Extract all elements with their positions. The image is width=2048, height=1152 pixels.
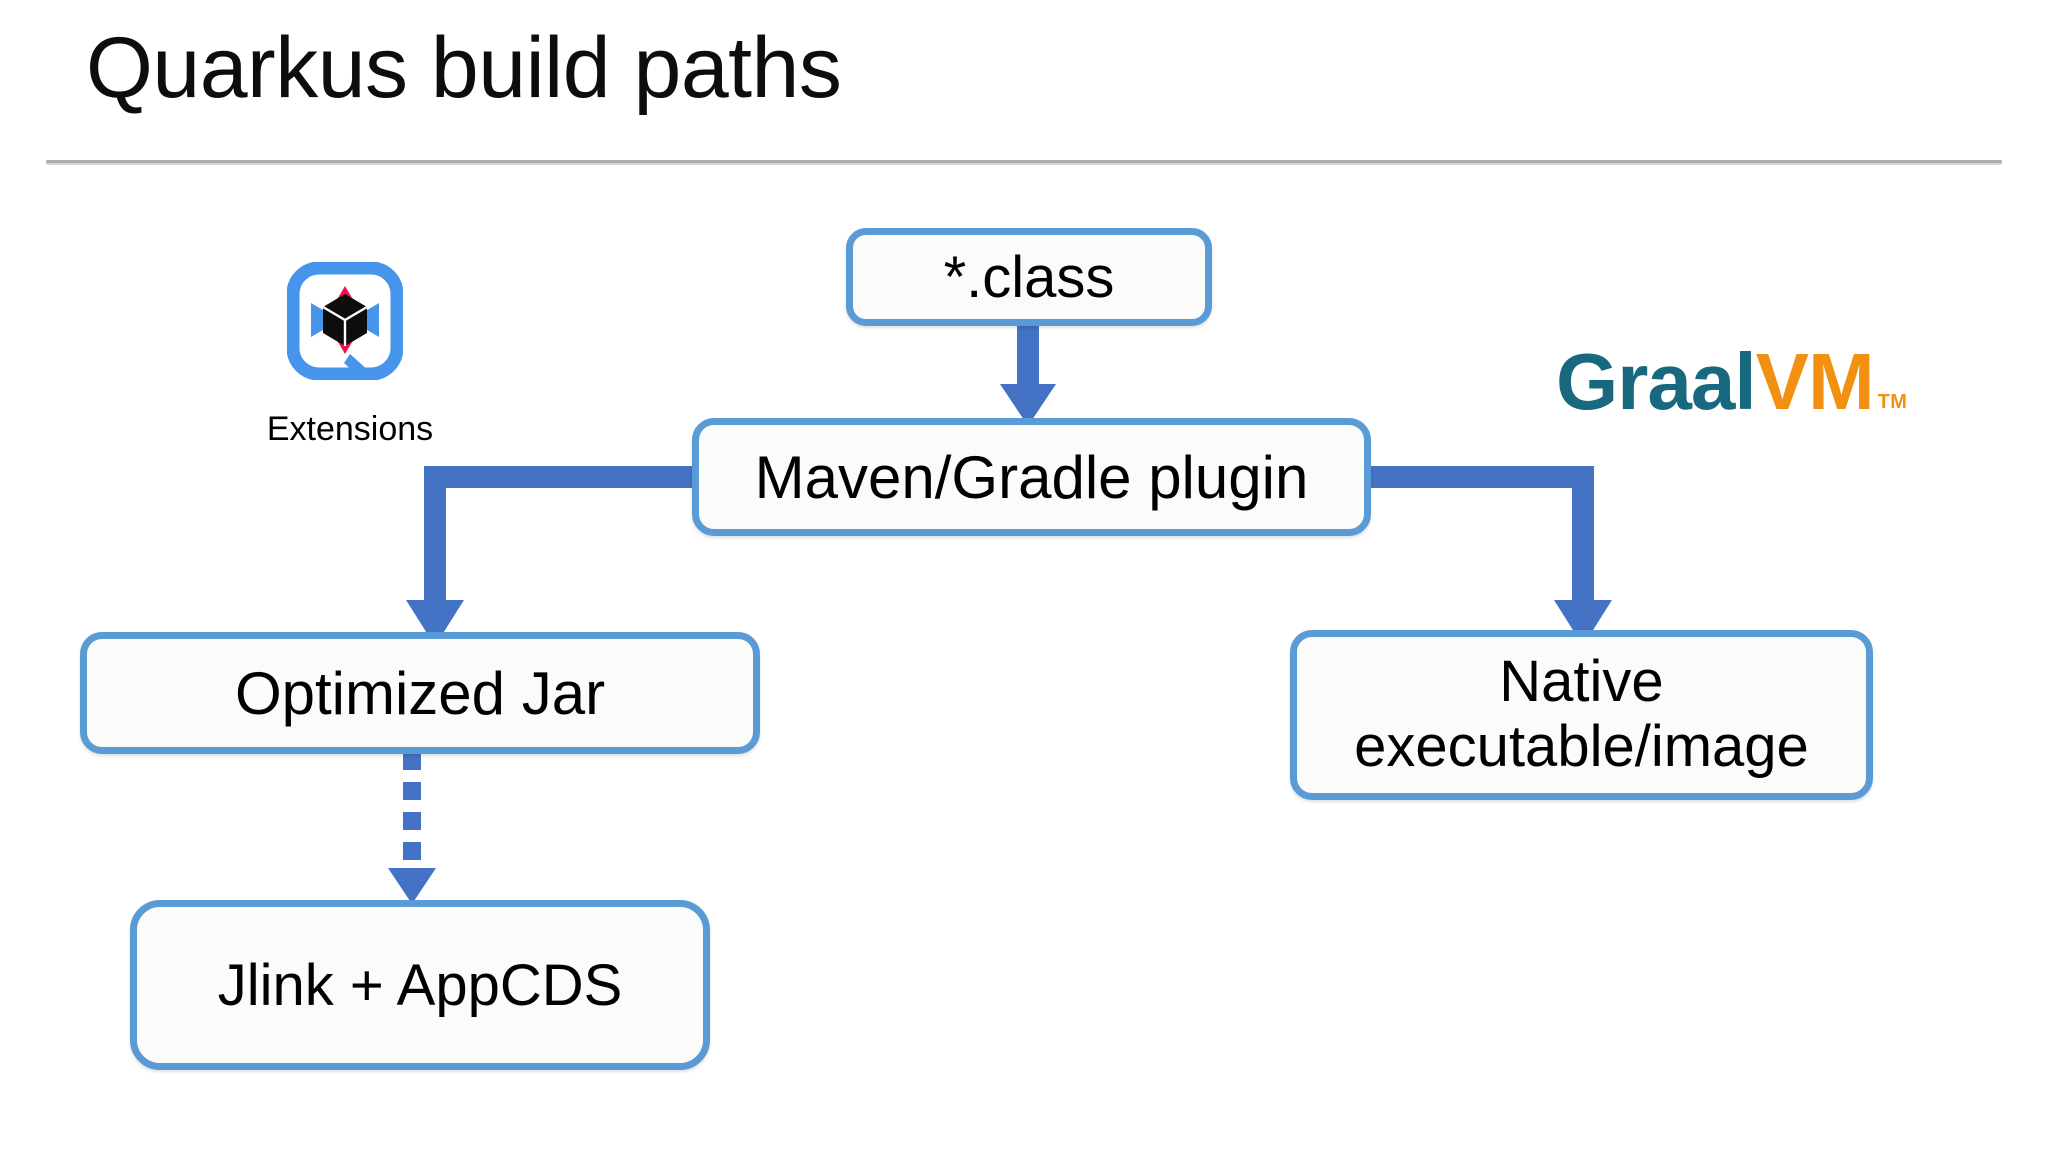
graalvm-word-primary: Graal <box>1556 337 1757 426</box>
extensions-label: Extensions <box>266 410 434 448</box>
node-maven-gradle-plugin[interactable]: Maven/Gradle plugin <box>692 418 1371 536</box>
node-class-label: *.class <box>943 244 1115 310</box>
node-native-label-line2: executable/image <box>1354 714 1809 779</box>
node-optimized-jar[interactable]: Optimized Jar <box>80 632 760 754</box>
node-jlink-label: Jlink + AppCDS <box>217 952 623 1018</box>
graalvm-word-secondary: VM <box>1755 337 1875 426</box>
graalvm-logo: GraalVM TM <box>1556 332 1936 422</box>
graalvm-trademark: TM <box>1877 391 1908 413</box>
edge-plugin-to-native <box>1362 466 1630 663</box>
graalvm-wordmark: GraalVM <box>1556 342 1875 422</box>
edge-jar-to-jlink <box>382 748 442 913</box>
node-native-label-line1: Native <box>1499 649 1664 715</box>
title-divider <box>46 160 2002 165</box>
node-class[interactable]: *.class <box>846 228 1212 326</box>
extensions-group: Extensions <box>240 261 460 462</box>
node-plugin-label: Maven/Gradle plugin <box>754 443 1309 511</box>
page-title: Quarkus build paths <box>86 20 842 116</box>
edge-class-to-plugin <box>980 318 1076 433</box>
node-jlink-appcds[interactable]: Jlink + AppCDS <box>130 900 710 1070</box>
node-jar-label: Optimized Jar <box>234 659 606 727</box>
quarkus-extensions-icon <box>286 261 404 381</box>
edge-plugin-to-jar <box>386 466 706 663</box>
